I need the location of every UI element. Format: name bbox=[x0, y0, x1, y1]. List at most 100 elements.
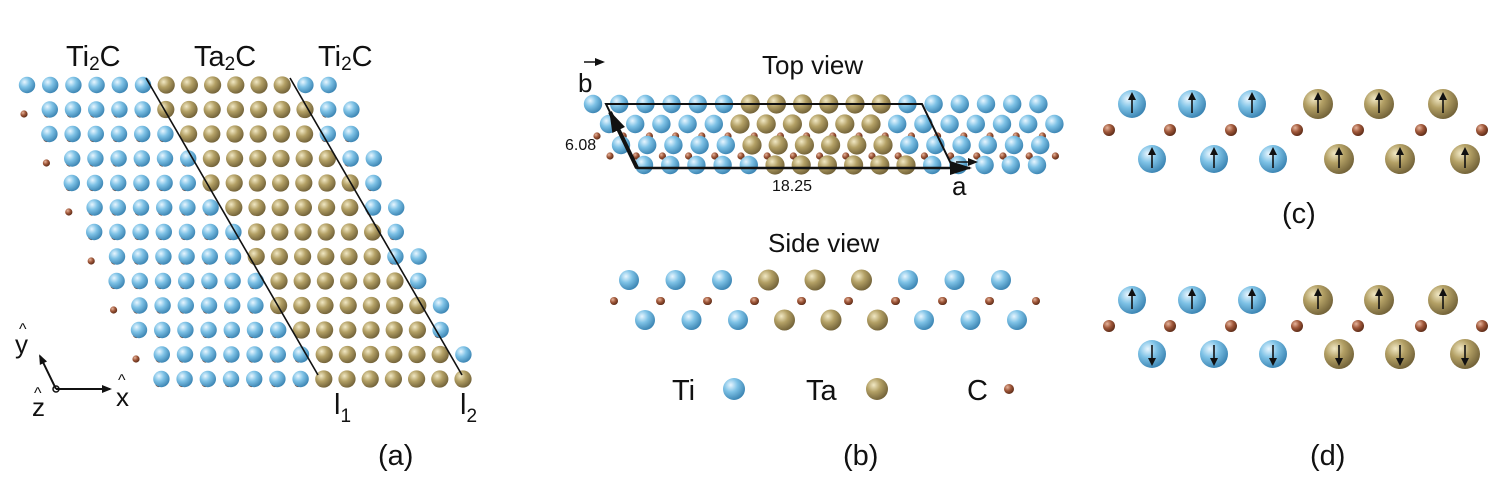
atom-c bbox=[1103, 320, 1115, 332]
atom-ta bbox=[804, 269, 826, 291]
atom-c bbox=[657, 297, 665, 305]
atom-ta bbox=[756, 114, 776, 134]
atom-ta bbox=[768, 135, 788, 155]
atom-ta bbox=[817, 155, 838, 175]
z-axis-dot bbox=[52, 385, 60, 393]
atom-ti bbox=[914, 310, 934, 330]
atom-ta bbox=[273, 76, 291, 94]
legend: Ti Ta C bbox=[672, 375, 1014, 407]
panel-a-lattice bbox=[18, 76, 472, 388]
atom-ti bbox=[222, 370, 240, 388]
atom-ta bbox=[292, 321, 310, 339]
atom-ta bbox=[296, 100, 314, 119]
atom-ta bbox=[362, 321, 380, 339]
atom-ti bbox=[619, 270, 639, 290]
legend-label-ti: Ti bbox=[672, 375, 695, 407]
atom-c bbox=[845, 297, 853, 305]
atom-ti bbox=[365, 150, 382, 167]
y-axis-arrow bbox=[39, 354, 57, 390]
atom-ti bbox=[201, 272, 218, 290]
atom-ti bbox=[155, 248, 172, 265]
atom-ta bbox=[250, 100, 268, 119]
atom-ta bbox=[362, 296, 380, 315]
region-label-ta2c: Ta2C bbox=[194, 41, 256, 75]
atom-c bbox=[1225, 124, 1237, 136]
atom-ti bbox=[111, 101, 128, 118]
atom-ti bbox=[292, 370, 309, 388]
atom-ta bbox=[270, 247, 288, 266]
atom-ti bbox=[1018, 114, 1038, 134]
atom-ti bbox=[156, 199, 173, 216]
atom-c bbox=[610, 297, 618, 305]
atom-ti bbox=[342, 150, 359, 167]
atom-c bbox=[1476, 320, 1488, 332]
atom-c bbox=[593, 132, 601, 140]
atom-c bbox=[1415, 124, 1427, 136]
atom-c bbox=[632, 152, 640, 160]
atom-ti bbox=[179, 174, 196, 192]
atom-ti bbox=[156, 174, 173, 192]
x-axis-label: x bbox=[116, 382, 129, 412]
atom-ta bbox=[844, 155, 864, 175]
interface-line-l1 bbox=[145, 77, 319, 376]
atom-ti bbox=[86, 223, 103, 241]
interface-label-l2: l2 bbox=[460, 389, 477, 427]
atom-ta bbox=[896, 155, 916, 175]
atom-ti bbox=[978, 135, 997, 155]
atom-ti bbox=[292, 346, 310, 363]
atom-ta bbox=[295, 174, 313, 192]
atom-c bbox=[892, 297, 900, 305]
atom-ta bbox=[316, 272, 334, 290]
panel-c-spin-chain bbox=[1103, 89, 1488, 174]
atom-ti bbox=[64, 101, 82, 118]
atom-ta bbox=[361, 370, 379, 388]
atom-ta bbox=[248, 174, 266, 192]
atom-ta bbox=[203, 125, 221, 143]
atom-c bbox=[1352, 124, 1364, 136]
atom-ti bbox=[154, 321, 171, 339]
panel-b-side-lattice bbox=[610, 269, 1040, 331]
atom-ti bbox=[177, 297, 194, 314]
atom-ti bbox=[712, 270, 732, 290]
atom-ti bbox=[156, 150, 174, 167]
atom-ta bbox=[317, 247, 335, 266]
atom-ti bbox=[132, 248, 149, 265]
atom-ta bbox=[341, 198, 359, 217]
atom-ta bbox=[408, 321, 426, 339]
atom-ti bbox=[111, 76, 128, 94]
atom-ti bbox=[687, 155, 706, 175]
atom-ti bbox=[63, 150, 81, 167]
atom-ti bbox=[898, 270, 918, 290]
atom-ta bbox=[248, 198, 266, 217]
atom-ta bbox=[774, 309, 795, 331]
atom-c bbox=[1476, 124, 1488, 136]
atom-c bbox=[42, 159, 51, 167]
x-axis-hat: ^ bbox=[118, 372, 126, 389]
atom-ti bbox=[132, 199, 150, 216]
atom-ti bbox=[154, 297, 171, 314]
atom-ti bbox=[133, 150, 150, 167]
panel-a: Ti2C Ta2C Ti2C l1 l2 y ^ x ^ z ^ (a) bbox=[15, 41, 477, 472]
atom-ti bbox=[716, 135, 735, 155]
atom-ti bbox=[952, 135, 971, 155]
atom-ti bbox=[739, 155, 758, 175]
legend-atom-ta bbox=[866, 378, 888, 400]
atom-ti bbox=[130, 321, 148, 339]
atom-ti bbox=[342, 125, 360, 143]
atom-ti bbox=[914, 114, 933, 134]
y-axis-label: y bbox=[15, 329, 28, 359]
atom-ta bbox=[339, 296, 357, 315]
atom-ti bbox=[18, 76, 36, 94]
atom-c bbox=[87, 257, 95, 265]
atom-c bbox=[685, 152, 693, 160]
atom-ta bbox=[227, 76, 245, 94]
atom-ta bbox=[861, 114, 881, 134]
atom-ta bbox=[385, 345, 403, 364]
atom-ti bbox=[343, 101, 360, 118]
atom-ti bbox=[246, 370, 263, 388]
atom-ti bbox=[155, 223, 172, 241]
atom-ti bbox=[132, 223, 149, 241]
atom-ti bbox=[1007, 310, 1027, 330]
atom-ta bbox=[270, 272, 288, 290]
atom-ti bbox=[364, 199, 382, 216]
